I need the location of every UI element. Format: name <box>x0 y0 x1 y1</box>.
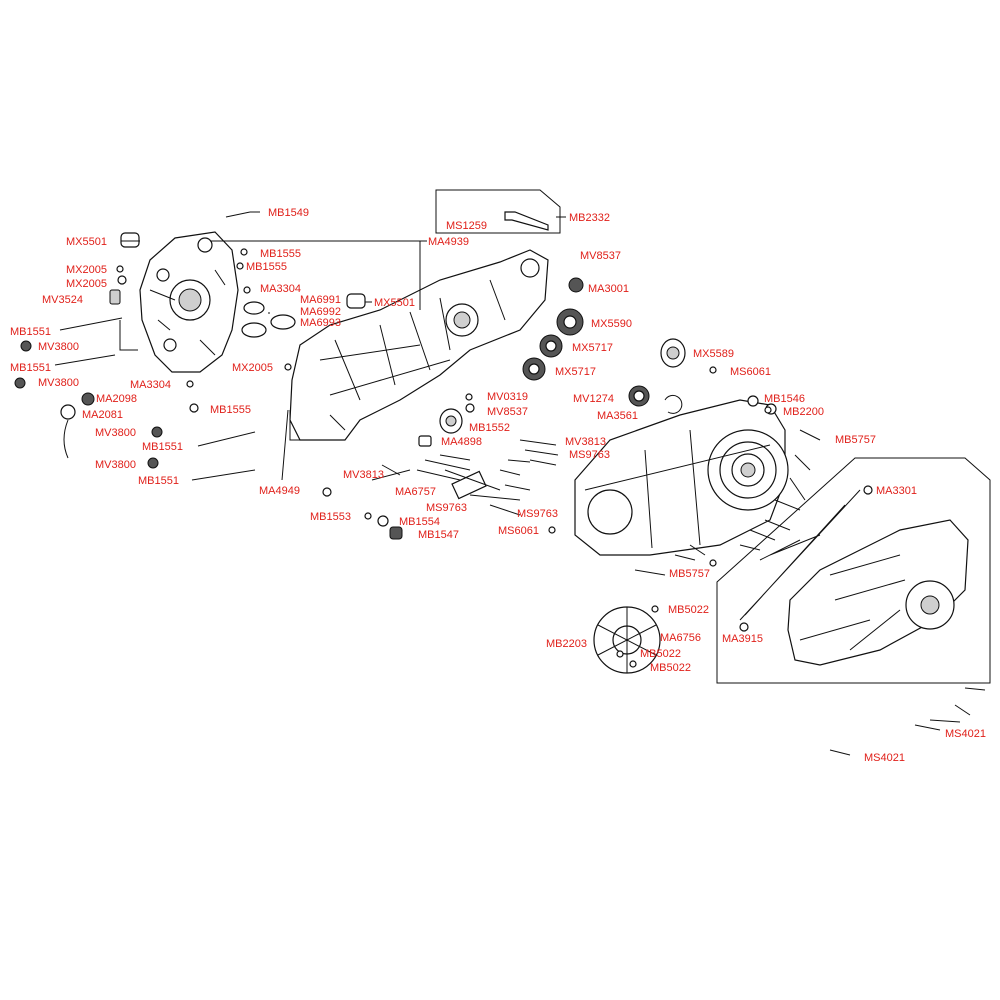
label-mx5501-b: MX5501 <box>374 297 415 309</box>
label-ms4021-b: MS4021 <box>864 752 905 764</box>
label-mb1551-a: MB1551 <box>10 326 51 338</box>
label-ma4949: MA4949 <box>259 485 300 497</box>
label-mb1551-d: MB1551 <box>138 475 179 487</box>
label-mx2005-a: MX2005 <box>66 264 107 276</box>
label-mb5757-a: MB5757 <box>835 434 876 446</box>
label-mv3800-b: MV3800 <box>38 377 79 389</box>
label-ma6756: MA6756 <box>660 632 701 644</box>
part-labels: MB1549 MX5501 MB1555 MB1555 MX2005 MX200… <box>10 207 986 764</box>
transmission-cover <box>574 399 789 556</box>
label-mb1555-a: MB1555 <box>260 248 301 260</box>
label-ma3001: MA3001 <box>588 283 629 295</box>
label-mb5022-b: MB5022 <box>640 648 681 660</box>
label-mb5757-b: MB5757 <box>669 568 710 580</box>
label-ma4898: MA4898 <box>441 436 482 448</box>
label-ms4021-a: MS4021 <box>945 728 986 740</box>
label-mv1274: MV1274 <box>573 393 614 405</box>
label-ma2098: MA2098 <box>96 393 137 405</box>
label-mv3800-a: MV3800 <box>38 341 79 353</box>
label-mx2005-b: MX2005 <box>66 278 107 290</box>
label-mb2332: MB2332 <box>569 212 610 224</box>
bearings-and-seals <box>439 277 686 434</box>
label-ms6061-a: MS6061 <box>730 366 771 378</box>
label-mb1554: MB1554 <box>399 516 440 528</box>
label-mb2203: MB2203 <box>546 638 587 650</box>
label-mb1551-c: MB1551 <box>142 441 183 453</box>
label-mx5717-b: MX5717 <box>555 366 596 378</box>
label-mv3813-a: MV3813 <box>565 436 606 448</box>
label-ma6992: MA6992 <box>300 306 341 318</box>
label-mb5022-c: MB5022 <box>650 662 691 674</box>
label-mx5590: MX5590 <box>591 318 632 330</box>
left-crankcase-half <box>119 231 239 373</box>
label-ma3301: MA3301 <box>876 485 917 497</box>
label-mb1555-b: MB1555 <box>246 261 287 273</box>
outer-cover <box>787 519 969 666</box>
right-crankcase-half <box>289 249 549 441</box>
label-ma6993: MA6993 <box>300 317 341 329</box>
label-mx2005-c: MX2005 <box>232 362 273 374</box>
label-ma3304-b: MA3304 <box>130 379 171 391</box>
label-mv3524: MV3524 <box>42 294 83 306</box>
label-mv3800-c: MV3800 <box>95 427 136 439</box>
label-mb1546: MB1546 <box>764 393 805 405</box>
label-mb1547: MB1547 <box>418 529 459 541</box>
label-ma3561: MA3561 <box>597 410 638 422</box>
label-mv8537-b: MV8537 <box>487 406 528 418</box>
label-mv3800-d: MV3800 <box>95 459 136 471</box>
label-mx5589: MX5589 <box>693 348 734 360</box>
bracket-frame <box>435 189 561 234</box>
label-mb1551-b: MB1551 <box>10 362 51 374</box>
label-mv0319: MV0319 <box>487 391 528 403</box>
label-mb2200: MB2200 <box>783 406 824 418</box>
label-mb1555-c: MB1555 <box>210 404 251 416</box>
gasket-mb2203 <box>593 606 661 674</box>
bracket-part <box>504 211 549 231</box>
leader-lines <box>121 211 566 314</box>
label-ms9763-a: MS9763 <box>569 449 610 461</box>
label-ms9763-c: MS9763 <box>517 508 558 520</box>
label-ma3915: MA3915 <box>722 633 763 645</box>
label-mb1553: MB1553 <box>310 511 351 523</box>
label-ma6991: MA6991 <box>300 294 341 306</box>
label-ms9763-b: MS9763 <box>426 502 467 514</box>
outer-cover-frame <box>716 457 991 684</box>
small-parts <box>14 232 873 668</box>
label-ma2081: MA2081 <box>82 409 123 421</box>
bolts-and-studs <box>54 211 986 756</box>
label-ma6757: MA6757 <box>395 486 436 498</box>
label-ms1259: MS1259 <box>446 220 487 232</box>
label-mv8537-a: MV8537 <box>580 250 621 262</box>
label-mb1549: MB1549 <box>268 207 309 219</box>
label-mv3813-b: MV3813 <box>343 469 384 481</box>
label-mx5717-a: MX5717 <box>572 342 613 354</box>
label-mx5501-a: MX5501 <box>66 236 107 248</box>
label-mb1552: MB1552 <box>469 422 510 434</box>
label-ma3304-a: MA3304 <box>260 283 301 295</box>
label-ms6061-b: MS6061 <box>498 525 539 537</box>
label-mb5022-a: MB5022 <box>668 604 709 616</box>
label-ma4939: MA4939 <box>428 236 469 248</box>
